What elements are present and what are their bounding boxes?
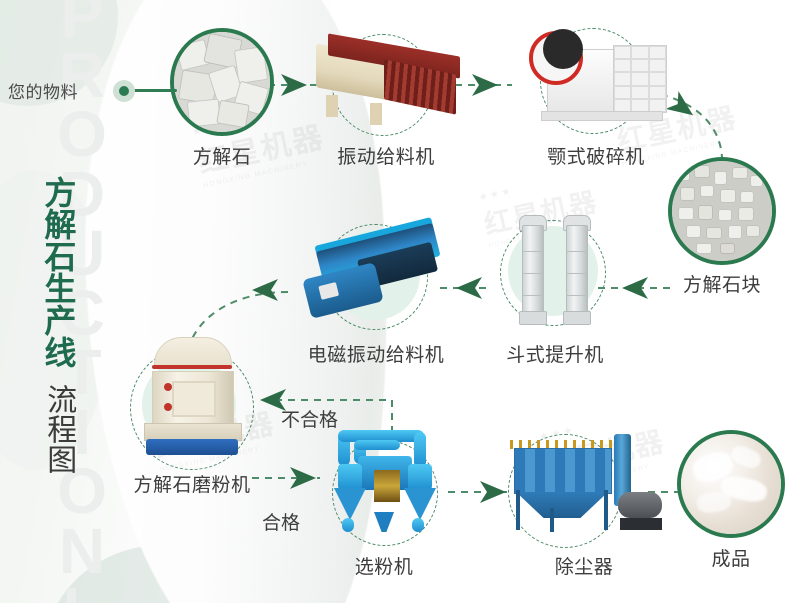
node-label: 方解石磨粉机: [133, 475, 251, 496]
calcite-rocks-icon: [170, 28, 274, 136]
node-label: 斗式提升机: [506, 345, 604, 366]
node-media: [484, 208, 626, 334]
node-electromagnetic-feeder[interactable]: 电磁振动给料机: [282, 214, 470, 367]
node-media: [170, 28, 274, 136]
jaw-crusher-icon: [521, 25, 671, 129]
start-connector-line: [133, 89, 177, 92]
watermark-letter: N: [58, 514, 106, 587]
watermark-letter: O: [57, 98, 107, 171]
bucket-elevator-icon: [501, 215, 609, 327]
calcite-blocks-icon: [668, 157, 776, 265]
dust-collector-icon: [500, 430, 668, 540]
flow-tag-reject: 不合格: [281, 410, 339, 431]
vibrating-feeder-icon: [310, 33, 462, 125]
node-calcite-blocks[interactable]: 方解石块: [662, 157, 782, 297]
node-grinding-mill[interactable]: 方解石磨粉机: [112, 334, 272, 497]
node-media: [498, 424, 670, 548]
page-title: 方解石生产线 流程图: [26, 172, 90, 484]
node-media: [282, 214, 470, 334]
node-dust-collector[interactable]: 除尘器: [498, 424, 670, 579]
page-title-main: 方解石生产线: [40, 176, 77, 368]
start-dot-icon: [113, 80, 135, 102]
brand-stars: ★★★: [477, 185, 514, 204]
watermark-letter: L: [62, 578, 101, 603]
node-finished-product[interactable]: 成品: [676, 430, 786, 571]
watermark-letter: P: [60, 0, 104, 51]
node-media: [662, 157, 782, 265]
node-media: [676, 430, 786, 538]
node-calcite[interactable]: 方解石: [170, 28, 274, 169]
node-bucket-elevator[interactable]: 斗式提升机: [484, 208, 626, 367]
node-media: [310, 28, 462, 136]
powder-separator-icon: [324, 426, 444, 544]
background-blob-bottom: [42, 545, 282, 603]
start-label: 您的物料: [8, 83, 78, 102]
node-label: 振动给料机: [337, 147, 435, 168]
flow-tag-accept: 合格: [262, 513, 301, 534]
node-label: 颚式破碎机: [547, 147, 645, 168]
node-media: [520, 18, 672, 136]
node-label: 成品: [711, 549, 751, 570]
node-powder-separator[interactable]: 选粉机: [320, 424, 448, 579]
node-jaw-crusher[interactable]: 颚式破碎机: [520, 18, 672, 169]
grinding-mill-icon: [128, 335, 256, 463]
node-dashed-ring: [500, 220, 606, 326]
node-label: 选粉机: [354, 557, 414, 578]
node-label: 方解石块: [682, 275, 761, 296]
node-label: 除尘器: [554, 557, 614, 578]
finished-powder-icon: [677, 430, 785, 538]
node-media: [320, 424, 448, 546]
node-vibrating-feeder[interactable]: 振动给料机: [310, 28, 462, 169]
page-title-sub: 流程图: [42, 384, 76, 474]
node-media: [112, 334, 272, 470]
electromagnetic-feeder-icon: [290, 209, 463, 339]
node-label: 电磁振动给料机: [307, 345, 445, 366]
node-label: 方解石: [192, 147, 252, 168]
